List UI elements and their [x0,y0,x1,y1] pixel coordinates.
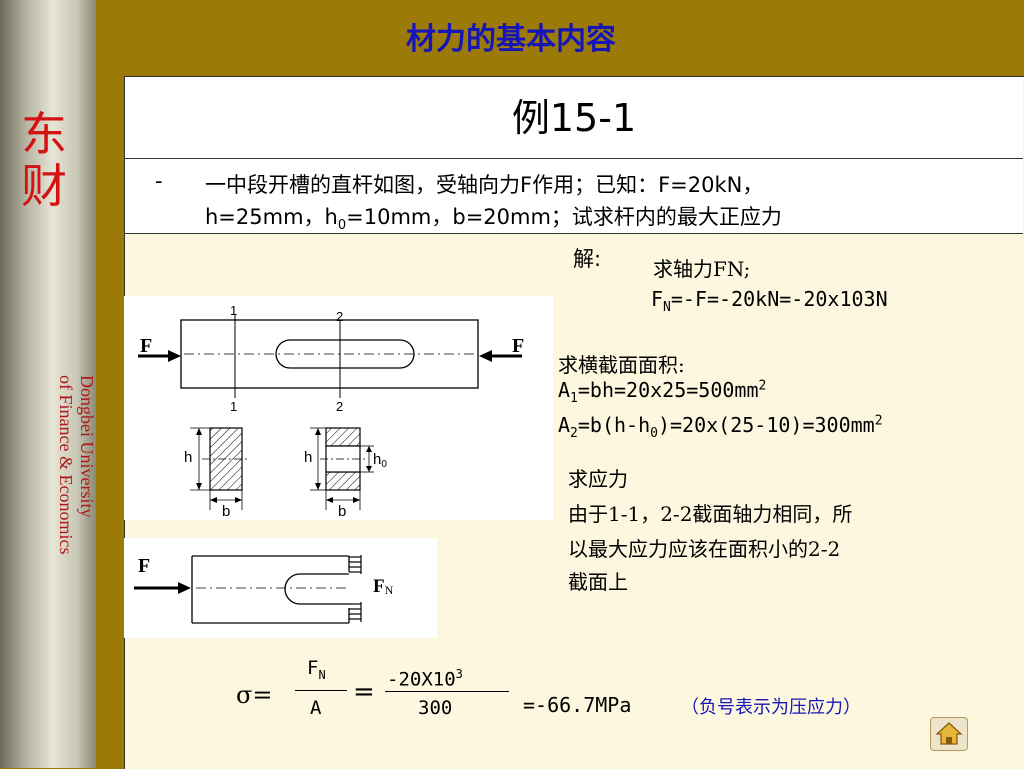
brand-char-1: 东 [21,107,67,161]
step3-line3: 截面上 [568,570,628,594]
fn-label: FN [373,576,394,597]
brand-en-line1: Dongbei University [77,375,97,518]
b-label-2: b [338,503,346,520]
h-label-1: h [184,449,192,466]
step1-title: 求轴力FN; [653,257,751,281]
fraction-bar-1 [295,690,347,691]
force-label-fb: F [138,555,150,577]
sidebar-band: 东 财 Dongbei University of Finance & Econ… [0,0,97,768]
example-title: 例15-1 [125,77,1023,159]
section1-bottom: 1 [230,399,237,414]
figure-free-body: F FN [124,538,437,638]
brand-char-2: 财 [21,159,67,213]
h-label-2: h [304,449,312,466]
brand-en-line2: of Finance & Economics [56,375,76,555]
bullet: - [155,169,163,193]
brand-chinese: 东 财 [2,108,86,212]
b-label-1: b [222,503,230,520]
section1-top: 1 [230,303,237,318]
bar-diagram: F F 1 1 2 2 h b h b h0 [138,303,524,520]
step2-a2: A2=b(h-h0)=20x(25-10)=300mm2 [558,413,883,441]
step2-a1: A1=bh=20x25=500mm2 [558,378,767,406]
compression-note: （负号表示为压应力） [681,697,861,718]
force-label-left: F [140,335,152,357]
frac2-denominator: 300 [418,697,453,719]
frac1-numerator: FN [307,657,326,682]
home-button[interactable] [930,717,968,751]
section2-bottom: 2 [336,399,343,414]
stress-result: =-66.7MPa [523,693,632,717]
step3-line1: 由于1-1，2-2截面轴力相同，所 [568,502,853,526]
step3-line2: 以最大应力应该在面积小的2-2 [568,537,841,561]
sigma-equals: σ= [236,681,273,709]
problem-statement: - 一中段开槽的直杆如图，受轴向力F作用；已知：F=20kN， h=25mm，h… [125,159,1023,234]
problem-line1: 一中段开槽的直杆如图，受轴向力F作用；已知：F=20kN， [205,173,764,197]
frac2-numerator: -20X103 [387,667,463,691]
page-title: 材力的基本内容 [406,22,616,57]
figure-slotted-bar: F F 1 1 2 2 h b h b h0 [124,296,553,520]
step1-formula: FN=-F=-20kN=-20x103N [651,287,888,315]
home-icon [935,722,963,745]
slide-content: 例15-1 - 一中段开槽的直杆如图，受轴向力F作用；已知：F=20kN， h=… [124,76,1024,769]
problem-line2: h=25mm，h0=10mm，b=20mm；试求杆内的最大正应力 [205,205,782,234]
force-label-right: F [512,335,524,357]
free-body-diagram: F FN [134,555,394,624]
brand-english: Dongbei University of Finance & Economic… [55,375,97,554]
solution-label: 解: [573,247,602,271]
equals-sign: = [353,677,375,707]
fraction-bar-2 [385,691,509,692]
h0-label: h0 [373,451,387,470]
section2-top: 2 [336,309,343,324]
step2-title: 求横截面面积: [558,353,685,377]
frac1-denominator: A [310,697,322,719]
step3-title: 求应力 [568,467,628,491]
